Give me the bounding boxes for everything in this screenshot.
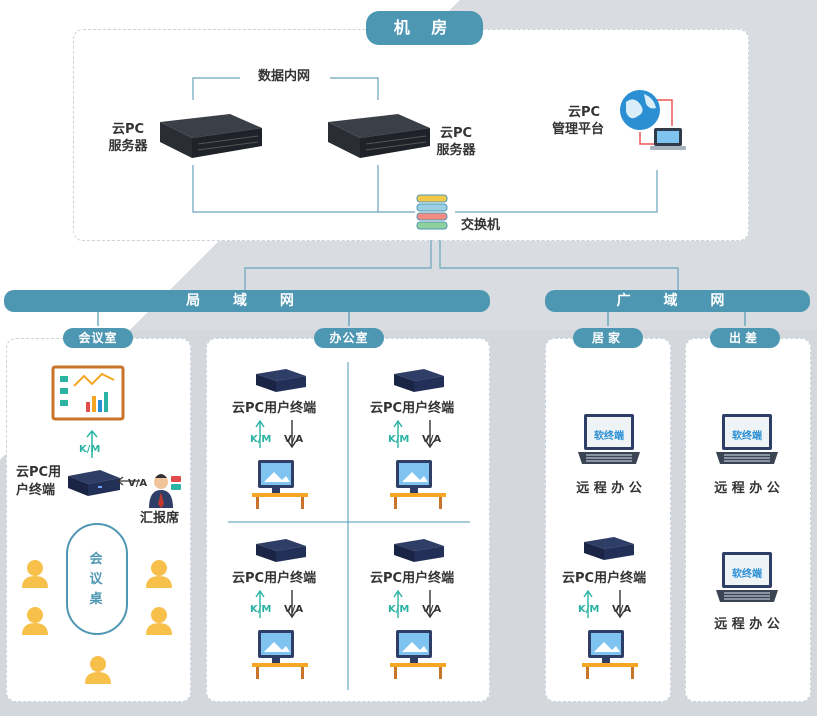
globe-laptop-icon: [620, 90, 686, 150]
trip-remote-office-label-2: 远 程 办 公: [714, 617, 780, 632]
office-km-label: K/M: [250, 434, 272, 445]
terminal-icon: [584, 537, 634, 560]
office-terminal-label: 云PC用户终端: [370, 571, 455, 586]
km-va-arrows-icon: [255, 589, 297, 619]
office-cell-2: 云PC用户终端 K/M V/A: [366, 362, 484, 512]
data-intranet-label: 数据内网: [258, 69, 311, 84]
business-trip-box: [685, 338, 811, 702]
presenter-label: 汇报席: [140, 511, 180, 526]
meeting-table-char-2: 议: [89, 572, 103, 587]
person-icon: [85, 656, 111, 684]
machine-room-title: 机 房: [366, 11, 483, 45]
meeting-table-char-3: 桌: [89, 592, 103, 607]
server-left-icon: [160, 114, 262, 158]
office-km-label: K/M: [388, 604, 410, 615]
office-km-label: K/M: [388, 434, 410, 445]
monitor-desk-icon: [390, 630, 446, 679]
km-va-arrows-icon: [583, 589, 625, 619]
meeting-table-char-1: 会: [89, 552, 103, 567]
meeting-table: [66, 523, 128, 635]
office-va-label: V/A: [422, 434, 442, 445]
meeting-terminal-label-1: 云PC用: [16, 465, 62, 480]
office-terminal-label: 云PC用户终端: [370, 401, 455, 416]
person-icon: [146, 607, 172, 635]
server-left-label-1: 云PC: [111, 122, 145, 137]
home-va-label: V/A: [612, 604, 632, 615]
office-terminal-label: 云PC用户终端: [232, 571, 317, 586]
terminal-icon: [394, 539, 444, 562]
terminal-icon: [256, 369, 306, 392]
switch-icon: [416, 194, 448, 230]
business-trip-title: 出差: [710, 328, 780, 348]
meeting-terminal-icon: [68, 470, 120, 496]
mgmt-label-2: 管理平台: [551, 122, 604, 137]
mgmt-label-1: 云PC: [567, 105, 601, 120]
km-up-arrow-icon: [86, 429, 98, 458]
person-icon: [22, 560, 48, 588]
office-va-label: V/A: [284, 604, 304, 615]
home-terminal-label: 云PC用户终端: [562, 571, 647, 586]
va-left-arrow-icon: [117, 476, 140, 486]
office-title: 办公室: [314, 328, 384, 348]
office-terminal-label: 云PC用户终端: [232, 401, 317, 416]
monitor-desk-icon: [582, 630, 638, 679]
server-left-label-2: 服务器: [108, 139, 148, 154]
terminal-icon: [394, 369, 444, 392]
trip-software-label-2: 软终端: [732, 569, 762, 580]
monitor-desk-icon: [390, 460, 446, 509]
office-va-label: V/A: [284, 434, 304, 445]
home-software-label: 软终端: [594, 431, 624, 442]
terminal-icon: [256, 539, 306, 562]
switch-label: 交换机: [461, 218, 501, 233]
km-va-arrows-icon: [393, 419, 435, 449]
presenter-icon: [149, 474, 181, 508]
monitor-desk-icon: [252, 460, 308, 509]
person-icon: [22, 607, 48, 635]
trip-software-label-1: 软终端: [732, 431, 762, 442]
server-right-icon: [328, 114, 430, 158]
server-right-label-2: 服务器: [436, 143, 476, 158]
meeting-terminal-label-2: 户终端: [16, 483, 56, 498]
km-va-arrows-icon: [255, 419, 297, 449]
whiteboard-icon: [51, 365, 125, 421]
laptop-icon: [716, 552, 778, 602]
home-km-label: K/M: [578, 604, 600, 615]
lan-bar: 局 域 网: [4, 290, 490, 312]
wan-bar: 广 域 网: [545, 290, 810, 312]
km-va-arrows-icon: [393, 589, 435, 619]
monitor-desk-icon: [252, 630, 308, 679]
meeting-room-title: 会议室: [63, 328, 133, 348]
trip-remote-office-label-1: 远 程 办 公: [714, 481, 780, 496]
home-remote-office-label: 远 程 办 公: [576, 481, 642, 496]
office-cell-3: 云PC用户终端 K/M V/A: [228, 532, 346, 682]
meeting-km-label: K/M: [79, 444, 101, 455]
home-title: 居家: [573, 328, 643, 348]
office-cell-4: 云PC用户终端 K/M V/A: [366, 532, 484, 682]
office-va-label: V/A: [422, 604, 442, 615]
person-icon: [146, 560, 172, 588]
laptop-icon: [716, 414, 778, 464]
meeting-va-label: V/A: [128, 478, 148, 489]
office-km-label: K/M: [250, 604, 272, 615]
server-right-label-1: 云PC: [439, 126, 473, 141]
laptop-icon: [578, 414, 640, 464]
office-cell-1: 云PC用户终端 K/M V/A: [228, 362, 346, 512]
